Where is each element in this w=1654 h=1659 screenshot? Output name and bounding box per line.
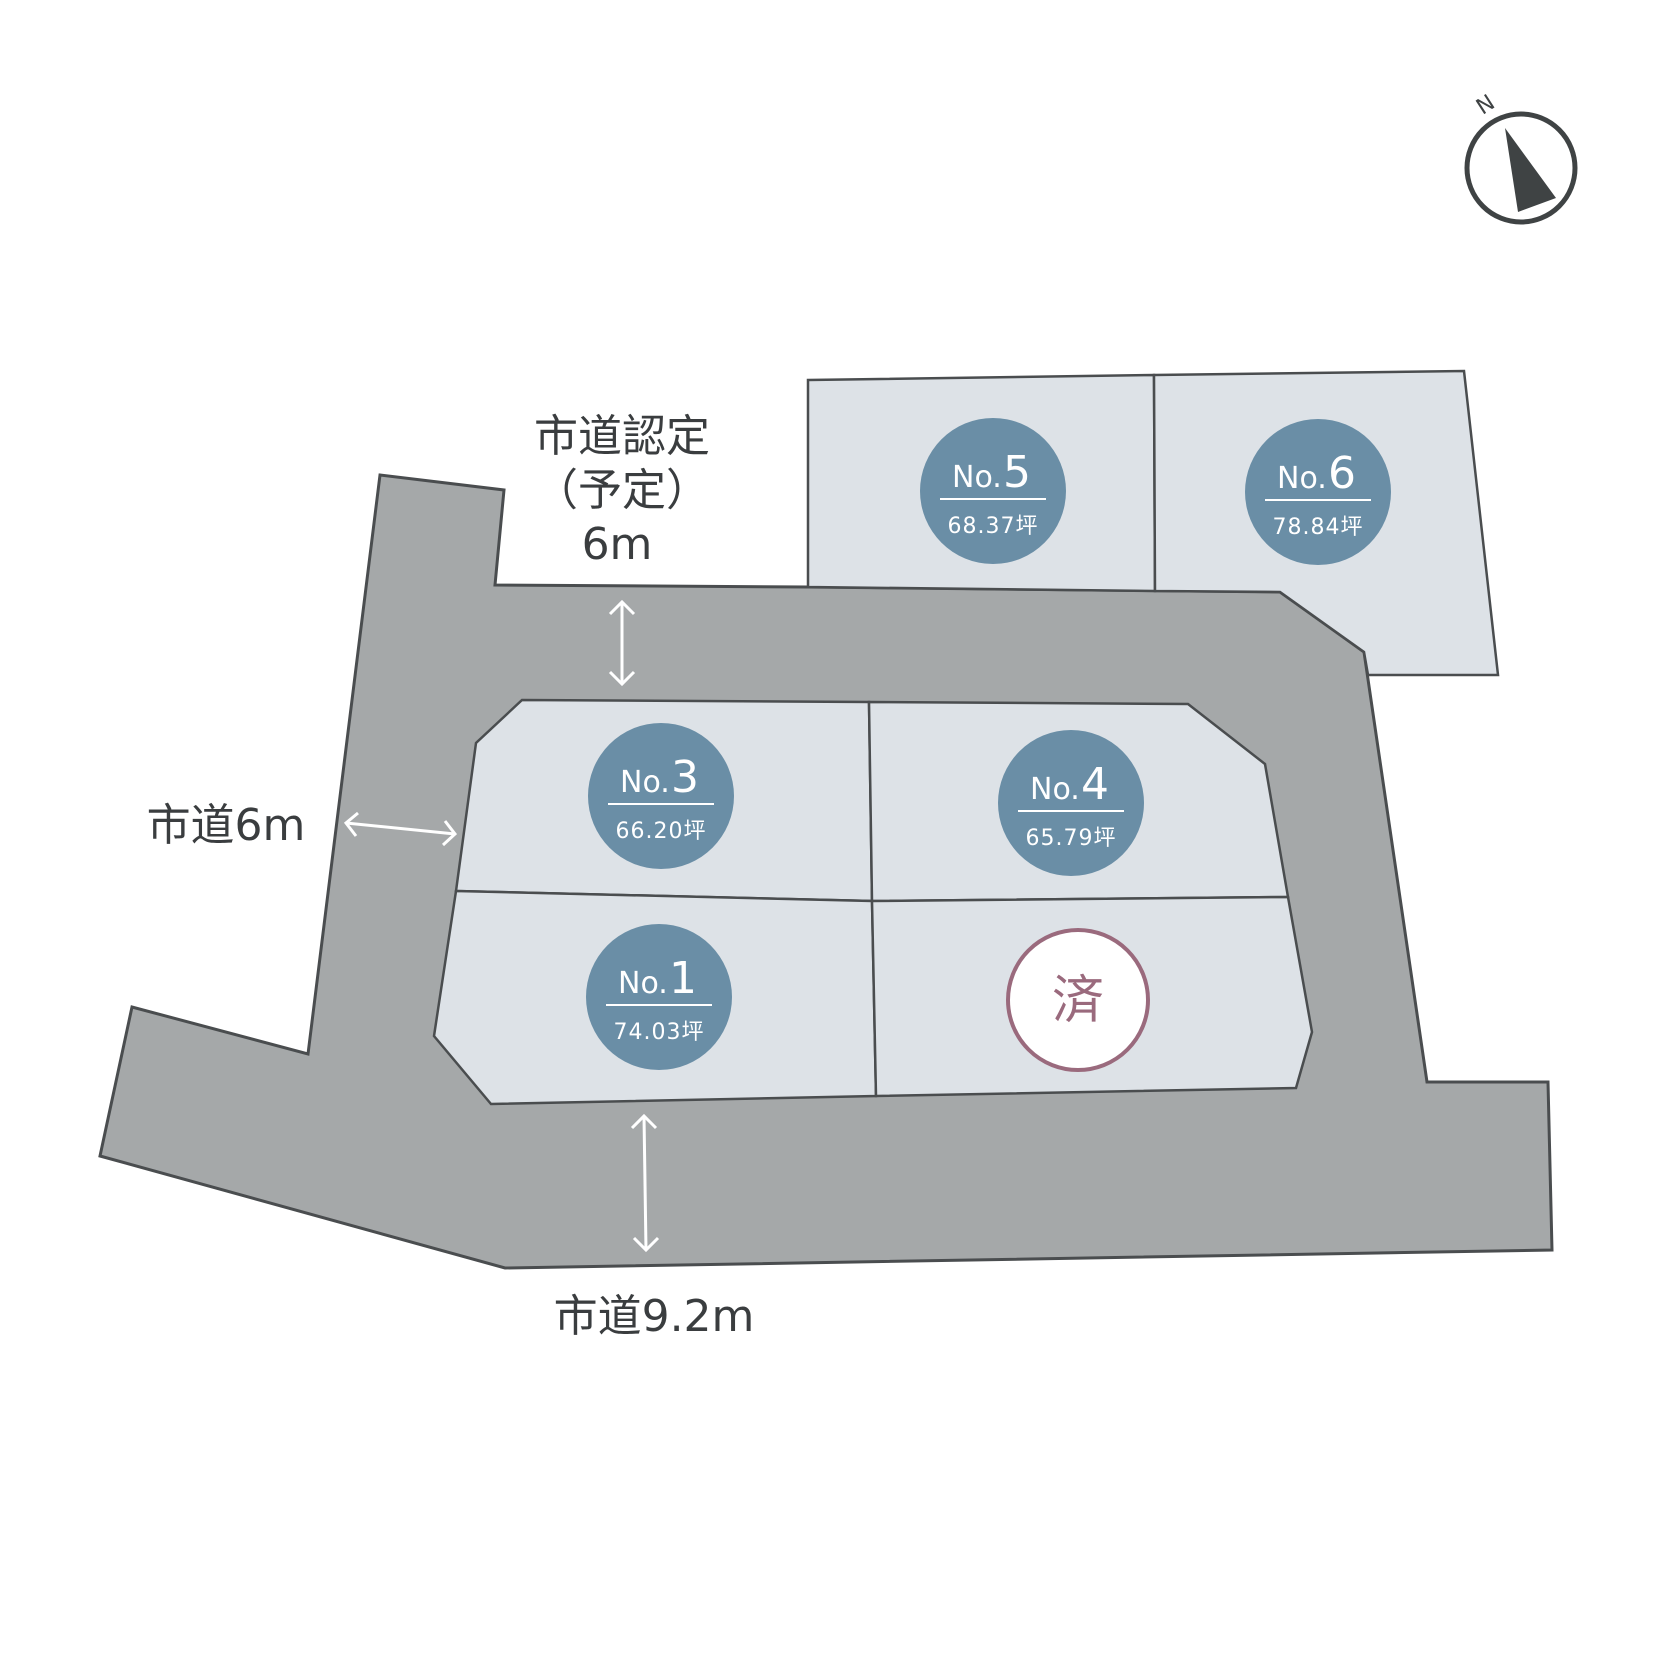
north-road-label-line2: （予定） [534, 465, 710, 516]
lot-6-area: 78.84坪 [1273, 515, 1364, 540]
north-road-label-line3: 6m [582, 519, 653, 570]
lot-3-no-prefix: No. [620, 765, 670, 800]
lot-4-area: 65.79坪 [1026, 826, 1117, 851]
arrow-south-road-width [630, 1113, 660, 1253]
north-road-label-line1: 市道認定 [534, 411, 710, 462]
compass: N [1464, 90, 1578, 225]
compass-north-label: N [1472, 90, 1499, 120]
lot-block-inner [432, 698, 1314, 1106]
lot-1-no-prefix: No. [618, 966, 668, 1001]
lot-4-badge[interactable]: No. 4 65.79坪 [998, 730, 1144, 876]
arrow-west-road-width [343, 811, 458, 847]
lot-5-area: 68.37坪 [948, 514, 1039, 539]
lot-2-sold-badge[interactable]: 済 [1006, 928, 1150, 1072]
lot-1-badge[interactable]: No. 1 74.03坪 [586, 924, 732, 1070]
south-road-label: 市道9.2m [554, 1291, 755, 1342]
sold-label: 済 [1052, 971, 1104, 1031]
lot-6-badge[interactable]: No. 6 78.84坪 [1245, 419, 1391, 565]
lot-5-no-prefix: No. [952, 460, 1002, 495]
lot-1-number: 1 [669, 953, 697, 1004]
lot-1-area: 74.03坪 [614, 1020, 705, 1045]
lot-6-number: 6 [1328, 448, 1356, 499]
road-labels: 市道認定 （予定） 6m 市道6m 市道9.2m [147, 411, 755, 1342]
west-road-label: 市道6m [147, 800, 306, 851]
lot-5-badge[interactable]: No. 5 68.37坪 [920, 418, 1066, 564]
lot-5-number: 5 [1003, 447, 1031, 498]
lot-3-area: 66.20坪 [616, 819, 707, 844]
arrow-north-road-width [608, 599, 636, 687]
lot-3-number: 3 [671, 752, 699, 803]
lot-4-no-prefix: No. [1030, 772, 1080, 807]
dimension-arrows [343, 599, 660, 1253]
lot-4-number: 4 [1081, 759, 1109, 810]
lot-6-no-prefix: No. [1277, 461, 1327, 496]
north-arrow-icon [1505, 128, 1556, 212]
lot-3-badge[interactable]: No. 3 66.20坪 [588, 723, 734, 869]
